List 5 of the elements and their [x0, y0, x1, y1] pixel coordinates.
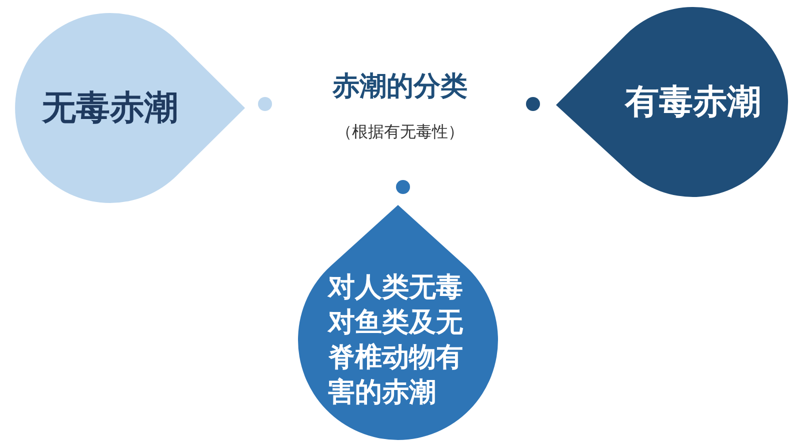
drop-label: 有毒赤潮	[624, 80, 762, 124]
drop-label: 无毒赤潮	[40, 86, 179, 130]
drop-label: 对人类无毒对鱼类及无脊椎动物有害的赤潮	[328, 270, 464, 410]
subtitle: （根据有无毒性）	[335, 122, 465, 143]
title: 赤潮的分类	[331, 70, 468, 104]
